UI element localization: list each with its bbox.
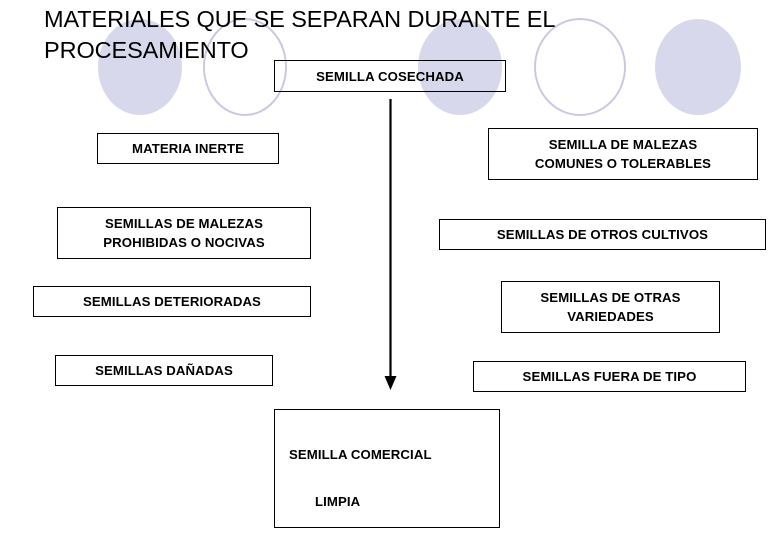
node-semillas-danadas[interactable]: SEMILLAS DAÑADAS <box>55 355 273 386</box>
node-semillas-deterioradas[interactable]: SEMILLAS DETERIORADAS <box>33 286 311 317</box>
result-line-2: LIMPIA <box>315 493 361 509</box>
page-title: MATERIALES QUE SE SEPARAN DURANTE EL PRO… <box>44 6 556 63</box>
node-semillas-otras-variedades[interactable]: SEMILLAS DE OTRAS VARIEDADES <box>501 281 720 333</box>
node-semilla-malezas-comunes[interactable]: SEMILLA DE MALEZAS COMUNES O TOLERABLES <box>488 128 758 180</box>
result-line-1: SEMILLA COMERCIAL <box>289 446 432 462</box>
node-materia-inerte[interactable]: MATERIA INERTE <box>97 133 279 164</box>
node-semillas-fuera-de-tipo[interactable]: SEMILLAS FUERA DE TIPO <box>473 361 746 392</box>
node-semillas-malezas-prohibidas[interactable]: SEMILLAS DE MALEZAS PROHIBIDAS O NOCIVAS <box>57 207 311 259</box>
downward-flow-arrow <box>384 99 397 390</box>
node-semilla-comercial[interactable]: SEMILLA COMERCIAL LIMPIA CLASIFICADA TRA… <box>274 409 500 528</box>
node-semillas-otros-cultivos[interactable]: SEMILLAS DE OTROS CULTIVOS <box>439 219 766 250</box>
result-line-3: CLASIFICADA <box>289 537 499 540</box>
